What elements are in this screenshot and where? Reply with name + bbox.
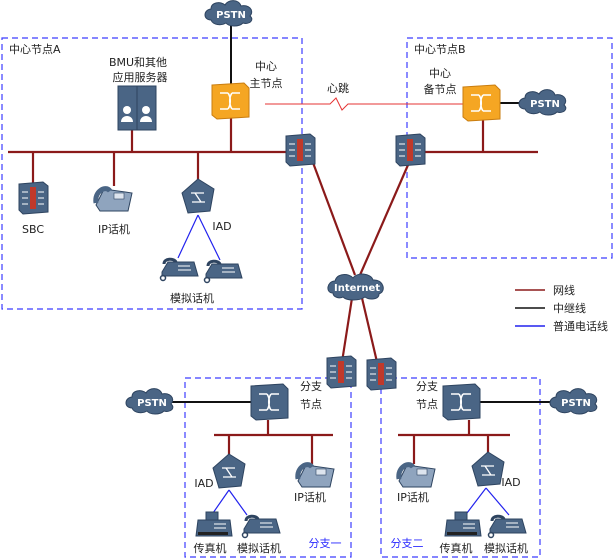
firewall-a-icon xyxy=(285,133,316,167)
branch1-node-label: 节点 xyxy=(300,398,322,411)
pstn-label: PSTN xyxy=(137,398,167,409)
pstn-label: PSTN xyxy=(216,10,246,21)
ip-phone-label: IP话机 xyxy=(98,222,130,236)
branch1-node-switch-icon xyxy=(250,383,289,421)
iad-icon xyxy=(471,451,505,487)
phone-line xyxy=(197,214,221,261)
backup-node-label: 备节点 xyxy=(424,82,457,96)
iad-label: IAD xyxy=(212,220,231,233)
branch2-node-label: 节点 xyxy=(416,398,438,411)
main-node-label: 中心 xyxy=(255,60,277,73)
center-a-title: 中心节点A xyxy=(9,43,61,56)
pstn-label: PSTN xyxy=(561,398,591,409)
firewall-branch2-icon xyxy=(366,357,397,391)
ip-phone-label: IP话机 xyxy=(294,490,326,504)
ip-phone-label: IP话机 xyxy=(397,490,429,504)
fax-label: 传真机 xyxy=(440,541,473,555)
sbc-icon xyxy=(18,181,49,215)
analog-phone-label: 模拟话机 xyxy=(484,541,528,555)
branch2-title: 分支二 xyxy=(391,537,424,550)
link-fw-a-internet xyxy=(310,159,357,276)
fax-label: 传真机 xyxy=(194,541,227,555)
fax-icon xyxy=(195,511,233,537)
ip-phone-icon xyxy=(399,465,435,487)
heartbeat-line xyxy=(265,97,470,111)
heartbeat-label: 心跳 xyxy=(327,81,349,95)
phone-line xyxy=(212,489,230,514)
internet-label: Internet xyxy=(334,283,380,294)
phone-line xyxy=(228,489,248,516)
analog-phone-icon xyxy=(487,514,528,539)
legend-label: 网线 xyxy=(553,283,575,297)
link-internet-fw-branch1 xyxy=(340,297,354,363)
legend: 网线 中继线 普通电话线 xyxy=(515,283,608,333)
link-fw-b-internet xyxy=(358,164,410,276)
analog-phone-icon xyxy=(203,259,244,284)
pstn-label: PSTN xyxy=(530,99,560,110)
phone-line xyxy=(177,214,199,259)
analog-phone-label: 模拟话机 xyxy=(170,291,214,305)
center-a-zone xyxy=(1,37,303,310)
phone-line xyxy=(485,487,510,516)
analog-phone-label: 模拟话机 xyxy=(237,541,281,555)
analog-phone-icon xyxy=(159,257,200,282)
sbc-label: SBC xyxy=(22,223,44,236)
branch1-title: 分支一 xyxy=(309,537,342,550)
legend-label: 普通电话线 xyxy=(553,319,608,333)
server-label: BMU和其他 xyxy=(109,56,167,69)
center-main-node-switch-icon xyxy=(211,82,250,120)
analog-phone-icon xyxy=(241,514,282,539)
ip-phone-icon xyxy=(298,465,334,487)
fax-icon xyxy=(444,511,482,537)
firewall-branch1-icon xyxy=(326,355,357,389)
ip-phone-icon xyxy=(96,189,132,211)
iad-label: IAD xyxy=(194,477,213,490)
phone-line xyxy=(466,487,487,514)
link-internet-fw-branch2 xyxy=(360,297,379,363)
server-label: 应用服务器 xyxy=(113,70,168,84)
branch2-node-switch-icon xyxy=(442,383,481,421)
center-b-title: 中心节点B xyxy=(414,43,466,56)
backup-node-label: 中心 xyxy=(429,67,451,80)
server-icon xyxy=(117,85,157,131)
legend-label: 中继线 xyxy=(553,301,586,315)
main-node-label: 主节点 xyxy=(250,77,283,90)
iad-icon xyxy=(181,178,215,214)
iad-icon xyxy=(212,453,246,489)
center-backup-node-switch-icon xyxy=(462,84,501,122)
firewall-b-icon xyxy=(395,133,426,167)
branch1-node-label: 分支 xyxy=(300,380,322,393)
branch2-node-label: 分支 xyxy=(416,380,438,393)
branch1-zone xyxy=(184,377,352,558)
iad-label: IAD xyxy=(501,476,520,489)
